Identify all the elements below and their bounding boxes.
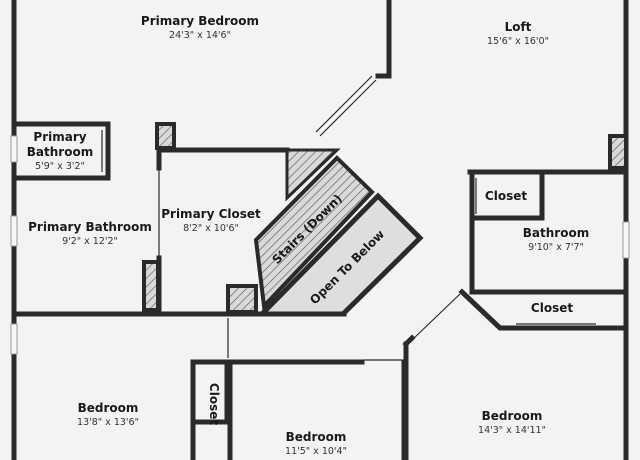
- label-bathroom: Bathroom: [523, 226, 589, 240]
- label-closet-small: Closet: [207, 383, 221, 425]
- label-primary-bathroom-small-1: Primary: [33, 130, 86, 144]
- window-right-1: [622, 221, 630, 259]
- label-bedroom-center: Bedroom: [286, 430, 347, 444]
- label-primary-closet: Primary Closet: [161, 207, 261, 221]
- closet-upper-box: [469, 169, 545, 221]
- stairs-area: [253, 155, 375, 311]
- window-left-1: [10, 135, 18, 163]
- label-loft: Loft: [505, 20, 532, 34]
- hatched-column-5: [608, 134, 628, 170]
- label-bedroom-left: Bedroom: [78, 401, 139, 415]
- label-closet-upper: Closet: [485, 189, 527, 203]
- dims-primary-bathroom-small: 5'9" x 3'2": [35, 161, 85, 172]
- wall-bedroom-right-corner: [402, 334, 416, 348]
- label-closet-right: Closet: [531, 301, 573, 315]
- hatched-column-1: [155, 122, 176, 150]
- dims-bedroom-center: 11'5" x 10'4": [285, 446, 347, 457]
- dims-primary-bathroom: 9'2" x 12'2": [62, 236, 118, 247]
- dims-bedroom-right: 14'3" x 14'11": [478, 425, 546, 436]
- window-left-3: [10, 323, 18, 355]
- wall-closet-right: [458, 288, 629, 331]
- hatched-column-3: [285, 148, 341, 202]
- dims-loft: 15'6" x 16'0": [487, 36, 549, 47]
- wall-small-bath: [11, 121, 111, 181]
- dims-bedroom-left: 13'8" x 13'6": [77, 417, 139, 428]
- label-primary-bathroom: Primary Bathroom: [28, 220, 152, 234]
- closet-small-box: [190, 359, 230, 425]
- hatched-column-2: [142, 260, 160, 312]
- dims-primary-bedroom: 24'3" x 14'6": [169, 30, 231, 41]
- hatched-column-4: [226, 284, 258, 314]
- dims-primary-closet: 8'2" x 10'6": [183, 223, 239, 234]
- opening-diagonal-2: [315, 75, 373, 133]
- bedroom-right-door: [411, 293, 461, 341]
- label-bedroom-right: Bedroom: [482, 409, 543, 423]
- opening-diagonal: [319, 79, 377, 137]
- window-left-2: [10, 215, 18, 247]
- dims-bathroom: 9'10" x 7'7": [528, 242, 584, 253]
- label-primary-bathroom-small-2: Bathroom: [27, 145, 93, 159]
- label-primary-bedroom: Primary Bedroom: [141, 14, 259, 28]
